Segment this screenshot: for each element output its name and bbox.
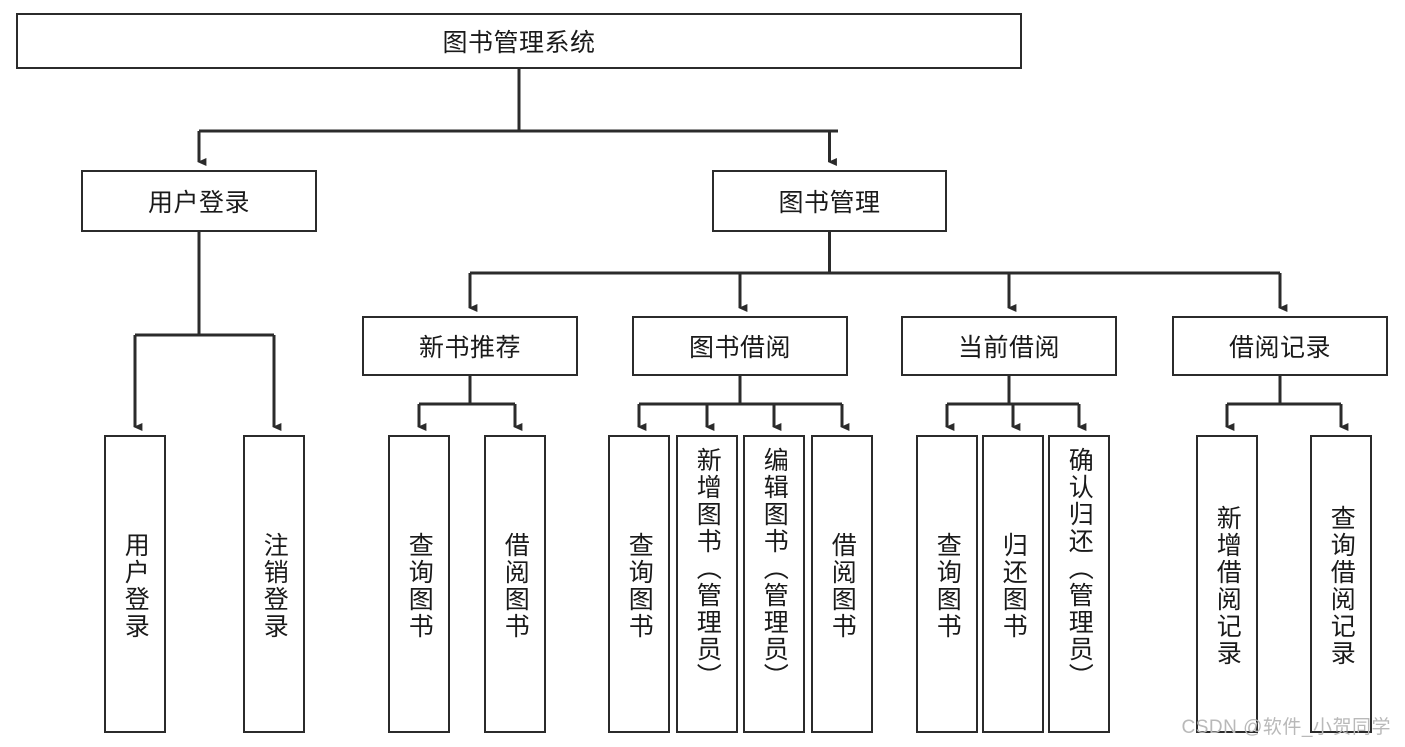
node-leaf-query-book-recommend[interactable]: 查询图书 [388,435,450,733]
node-leaf-user-logout-label: 注销登录 [260,532,289,640]
node-leaf-edit-book[interactable]: 编辑图书（管理员） [743,435,805,733]
node-book-borrow[interactable]: 图书借阅 [632,316,848,376]
node-book-manage[interactable]: 图书管理 [712,170,947,232]
node-leaf-query-book-current[interactable]: 查询图书 [916,435,978,733]
node-root-label: 图书管理系统 [442,29,596,57]
node-leaf-query-book-borrow[interactable]: 查询图书 [608,435,670,733]
node-leaf-borrow-book-recommend[interactable]: 借阅图书 [484,435,546,733]
node-leaf-edit-book-label: 编辑图书（管理员） [760,447,789,690]
node-leaf-query-record[interactable]: 查询借阅记录 [1310,435,1372,733]
node-root[interactable]: 图书管理系统 [16,13,1022,69]
node-user-login-label: 用户登录 [147,189,250,217]
node-new-book-recommend[interactable]: 新书推荐 [362,316,578,376]
node-leaf-confirm-return[interactable]: 确认归还（管理员） [1048,435,1110,733]
node-leaf-user-login[interactable]: 用户登录 [104,435,166,733]
node-leaf-query-book-recommend-label: 查询图书 [405,532,434,640]
node-leaf-add-book-label: 新增图书（管理员） [693,447,722,690]
node-borrow-record-label: 借阅记录 [1228,334,1331,362]
node-leaf-add-record-label: 新增借阅记录 [1213,505,1242,667]
node-leaf-add-record[interactable]: 新增借阅记录 [1196,435,1258,733]
node-leaf-return-book-label: 归还图书 [999,532,1028,640]
node-leaf-user-logout[interactable]: 注销登录 [243,435,305,733]
node-leaf-query-record-label: 查询借阅记录 [1327,505,1356,667]
node-book-manage-label: 图书管理 [778,189,881,217]
node-user-login[interactable]: 用户登录 [81,170,317,232]
node-leaf-query-book-current-label: 查询图书 [933,532,962,640]
node-new-book-recommend-label: 新书推荐 [418,334,521,362]
node-book-borrow-label: 图书借阅 [688,334,791,362]
node-leaf-borrow-book-label: 借阅图书 [828,532,857,640]
node-leaf-return-book[interactable]: 归还图书 [982,435,1044,733]
node-leaf-add-book[interactable]: 新增图书（管理员） [676,435,738,733]
node-leaf-user-login-label: 用户登录 [121,532,150,640]
node-current-borrow-label: 当前借阅 [957,334,1060,362]
node-leaf-query-book-borrow-label: 查询图书 [625,532,654,640]
node-leaf-confirm-return-label: 确认归还（管理员） [1065,447,1094,690]
node-current-borrow[interactable]: 当前借阅 [901,316,1117,376]
node-leaf-borrow-book-recommend-label: 借阅图书 [501,532,530,640]
node-leaf-borrow-book[interactable]: 借阅图书 [811,435,873,733]
node-borrow-record[interactable]: 借阅记录 [1172,316,1388,376]
